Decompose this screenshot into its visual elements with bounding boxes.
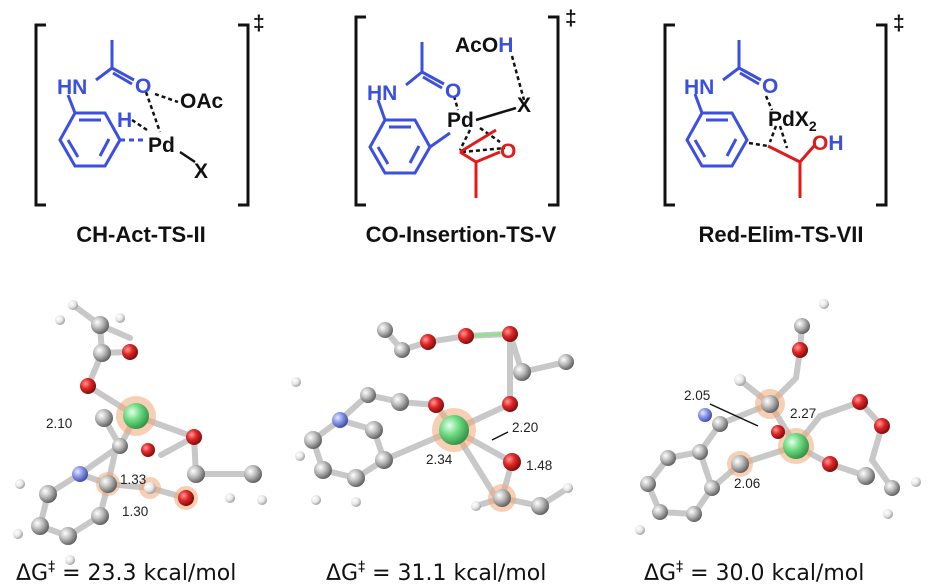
bonds-blue <box>685 40 762 168</box>
distance-label: 2.20 <box>512 420 538 435</box>
distance-label: 1.48 <box>526 458 552 473</box>
leader-line <box>491 431 509 441</box>
distance-label: 1.30 <box>122 504 148 519</box>
brackets <box>34 23 250 207</box>
energy-label: ΔG‡ = 31.1 kcal/mol <box>326 559 546 586</box>
atom-hn: HN <box>367 82 397 105</box>
distance-label: 2.05 <box>684 388 710 403</box>
distance-label: 2.27 <box>790 406 816 421</box>
scheme-ch-act: ‡ HN O H OAc Pd X CH-Act-TS-II <box>34 12 265 247</box>
model-atoms <box>13 300 267 565</box>
atom-x: X <box>194 160 208 183</box>
bonds-blue <box>368 42 451 175</box>
model-3d-red-elim: 2.05 2.27 2.06 ΔG‡ = 30.0 kcal/mol <box>635 299 921 586</box>
dagger-mark: ‡ <box>253 12 265 35</box>
energy-label: ΔG‡ = 30.0 kcal/mol <box>644 559 864 586</box>
structure-label: Red-Elim-TS-VII <box>698 222 863 247</box>
distance-label: 1.33 <box>120 472 146 487</box>
dagger-mark: ‡ <box>893 12 905 35</box>
bonds-black <box>131 91 196 164</box>
dagger-mark: ‡ <box>565 7 577 30</box>
model-3d-ch-act: 2.10 1.33 1.30 ΔG‡ = 23.3 kcal/mol <box>13 300 267 586</box>
model-atoms <box>291 322 574 515</box>
atom-o-epoxide: O <box>500 140 516 163</box>
bonds-red <box>767 144 816 198</box>
energy-label: ΔG‡ = 23.3 kcal/mol <box>16 559 236 586</box>
leader-line <box>709 403 759 427</box>
bonds-black <box>452 55 526 154</box>
atom-o: O <box>445 80 461 103</box>
atom-oh: OH <box>812 132 844 155</box>
atom-pd: Pd <box>148 134 175 157</box>
atom-pdx2: PdX2 <box>768 108 817 134</box>
atom-oac: OAc <box>180 90 224 113</box>
brackets <box>354 15 560 207</box>
bonds-blue <box>58 40 145 168</box>
distance-label: 2.10 <box>46 416 72 431</box>
atom-hn: HN <box>57 76 87 99</box>
model-bonds <box>644 323 895 518</box>
scheme-red-elim: ‡ HN O PdX2 OH Red-Elim-TS-VII <box>663 12 905 247</box>
model-3d-co-insertion: 2.20 2.34 1.48 ΔG‡ = 31.1 kcal/mol <box>291 322 574 586</box>
atom-x: X <box>517 94 531 117</box>
bonds-black <box>748 95 789 149</box>
atom-pd: Pd <box>447 109 474 132</box>
brackets <box>663 23 888 207</box>
bonds-red <box>459 128 501 198</box>
atom-h: H <box>117 109 132 132</box>
distance-label: 2.34 <box>426 452 453 467</box>
model-atoms <box>635 299 921 535</box>
distance-label: 2.06 <box>734 476 760 491</box>
atom-o: O <box>135 75 151 98</box>
structure-label: CO-Insertion-TS-V <box>366 222 557 247</box>
scheme-co-insertion: ‡ AcOH HN O Pd X O CO-Insertio <box>354 7 577 247</box>
atom-hn: HN <box>684 76 714 99</box>
structure-label: CH-Act-TS-II <box>76 222 206 247</box>
atom-acoh: AcOH <box>455 34 513 57</box>
atom-o: O <box>762 75 778 98</box>
